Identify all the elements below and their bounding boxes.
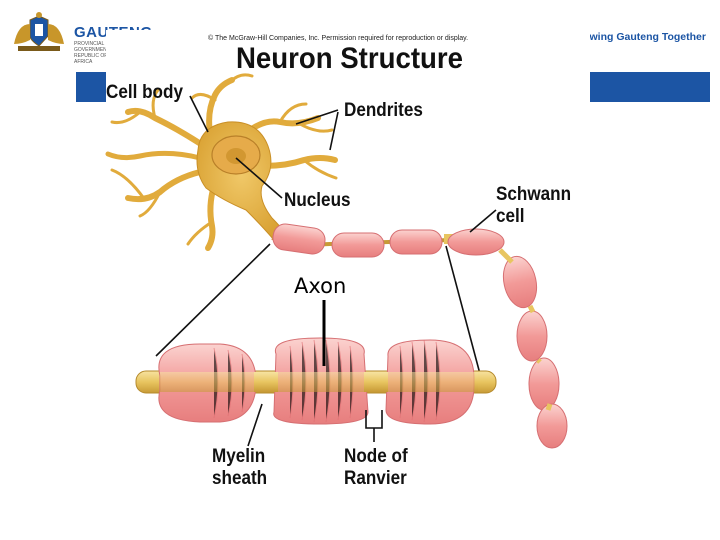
label-dendrites: Dendrites: [344, 100, 423, 121]
blue-bar-left: [76, 72, 106, 102]
figure-panel: [106, 30, 590, 150]
copyright-notice: © The McGraw-Hill Companies, Inc. Permis…: [208, 35, 469, 42]
node-bracket: [365, 410, 383, 442]
label-schwann-2: cell: [496, 206, 525, 227]
brand-subtitle: PROVINCIAL GOVERNMENT REPUBLIC OF SOUTH …: [74, 41, 127, 65]
label-schwann-1: Schwann: [496, 184, 572, 205]
blue-bar-right: [590, 72, 710, 102]
label-nucleus: Nucleus: [284, 190, 351, 211]
label-cell-body: Cell body: [106, 82, 183, 103]
label-myelin-1: Myelin: [212, 446, 266, 467]
tagline: rowing Gauteng Together: [579, 31, 706, 43]
upper-axon: [271, 223, 568, 449]
enlarged-axon: [135, 337, 497, 425]
label-myelin-2: sheath: [212, 468, 268, 489]
dendrites: [105, 73, 338, 251]
leader-lines: [155, 95, 497, 447]
coat-of-arms-icon: [14, 12, 64, 51]
label-node-1: Node of: [344, 446, 408, 467]
figure-title: Neuron Structure: [236, 42, 463, 75]
label-axon: Axon: [294, 274, 347, 298]
label-node-2: Ranvier: [344, 468, 407, 489]
